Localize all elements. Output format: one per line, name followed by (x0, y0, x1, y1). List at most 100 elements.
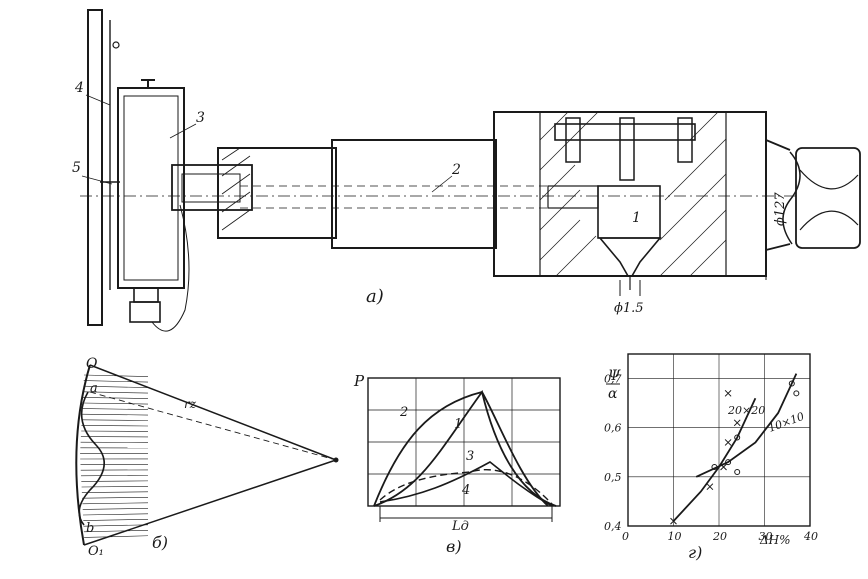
data-point-circle (788, 380, 795, 387)
hatch-line (82, 397, 149, 399)
x-tick-label: 30 (759, 530, 773, 543)
y-label-psi: Ψ (608, 368, 621, 384)
x-tick-label: 0 (622, 530, 629, 543)
hatch-line (84, 535, 149, 538)
sector-apex (333, 457, 339, 463)
hatch-line (82, 502, 149, 505)
top-plate (554, 123, 696, 141)
y-tick-label: 0,6 (604, 422, 622, 435)
curve-4 (379, 461, 553, 507)
hatch-line (83, 518, 149, 521)
data-point-circle (711, 464, 718, 471)
hatch-line (83, 374, 149, 377)
x-tick-label: 40 (803, 530, 818, 543)
caption-v: в) (446, 537, 462, 556)
data-point-cross (670, 517, 677, 525)
coupling (171, 164, 253, 211)
right-shaft (795, 147, 861, 249)
x-tick-label: 10 (668, 530, 682, 543)
hatch-line (83, 385, 149, 388)
nozzle (598, 237, 662, 277)
leader-3 (169, 123, 197, 139)
coupling-inner (181, 173, 241, 203)
hatch-line (81, 486, 149, 488)
housing-inner (123, 95, 179, 281)
part-label-2: 2 (451, 162, 461, 178)
bolt-1 (565, 117, 581, 163)
y-tick-label: 0,5 (604, 471, 622, 484)
figure-b-sector: O a rz b O₁ б) (75, 356, 339, 559)
data-point-cross (733, 419, 741, 427)
x-tick-label: 20 (712, 530, 727, 543)
sector-hatching (80, 374, 149, 538)
curve-label-3: 3 (466, 449, 474, 464)
hatch-line (82, 402, 149, 405)
main-block (493, 111, 767, 277)
part-label-3: 3 (196, 110, 205, 126)
label-o: O (86, 356, 98, 372)
shaft-section-2 (331, 139, 497, 249)
plot-grid (628, 354, 810, 527)
hatch-line (81, 480, 149, 482)
caption-b: б) (152, 533, 168, 552)
figure-v-curves: P Lд 2 1 3 4 в) (353, 372, 561, 556)
bottom-nut-2 (129, 301, 161, 323)
data-point-circle (734, 468, 741, 475)
hatch-section-1 (221, 147, 251, 231)
x-label: ΔH% (759, 533, 791, 547)
y-tick-label: 0,7 (604, 373, 622, 386)
plot-ticks: 0 10 20 30 40 0,4 0,5 0,6 0,7 (604, 373, 818, 543)
hatch-line (81, 491, 149, 493)
caption-g: г) (688, 543, 702, 562)
figure-a-assembly: ϕ127 ϕ1.5 4 5 3 2 1 а) (72, 9, 861, 332)
part-label-5: 5 (72, 160, 81, 176)
shaft-break (782, 151, 801, 245)
data-point-circle (793, 390, 800, 397)
hatch-line (81, 425, 149, 427)
series-label-20x20: 20×20 (727, 404, 765, 417)
right-shaft-edges (765, 139, 791, 251)
dimension-1-5-label: ϕ1.5 (614, 301, 644, 316)
hatch-line (82, 413, 149, 416)
data-point-cross (724, 439, 732, 446)
shaft-break-lines (799, 169, 859, 231)
dimension-127-label: ϕ127 (773, 192, 788, 226)
data-point-circle (725, 459, 732, 466)
span-label: Lд (451, 519, 469, 534)
hatch-line (82, 408, 149, 410)
curve-3 (379, 469, 553, 505)
label-rz: rz (184, 397, 197, 411)
hatch-line (82, 497, 149, 499)
plate-4 (87, 9, 103, 326)
leader-4 (85, 94, 111, 106)
label-o1: O₁ (88, 544, 104, 559)
bottom-nut (133, 287, 159, 303)
leader-2 (431, 175, 453, 193)
hatch-line (83, 529, 149, 533)
data-point-circle (734, 434, 741, 441)
grid-lines (368, 378, 560, 506)
bolt-3 (677, 117, 693, 163)
curve-label-2: 2 (399, 405, 408, 420)
data-point-cross (706, 483, 714, 491)
curve-label-4: 4 (461, 483, 470, 498)
y-label-p: P (353, 372, 365, 390)
label-a: a (90, 381, 98, 396)
curve-1 (373, 389, 557, 507)
hatch-line (81, 419, 149, 421)
data-point-cross (724, 389, 732, 397)
shaft-section-1 (217, 147, 337, 239)
hatch-line (83, 391, 149, 394)
y-tick-label: 0,4 (604, 520, 622, 533)
part-label-1: 1 (632, 210, 641, 226)
leader-5 (81, 175, 113, 185)
plot-fit-lines (672, 373, 798, 522)
fit-line (695, 373, 798, 478)
arc-o-o1 (75, 364, 91, 546)
housing-3 (117, 87, 185, 289)
cable (151, 204, 190, 332)
plot-points (670, 380, 800, 525)
data-point-cross (720, 463, 727, 471)
